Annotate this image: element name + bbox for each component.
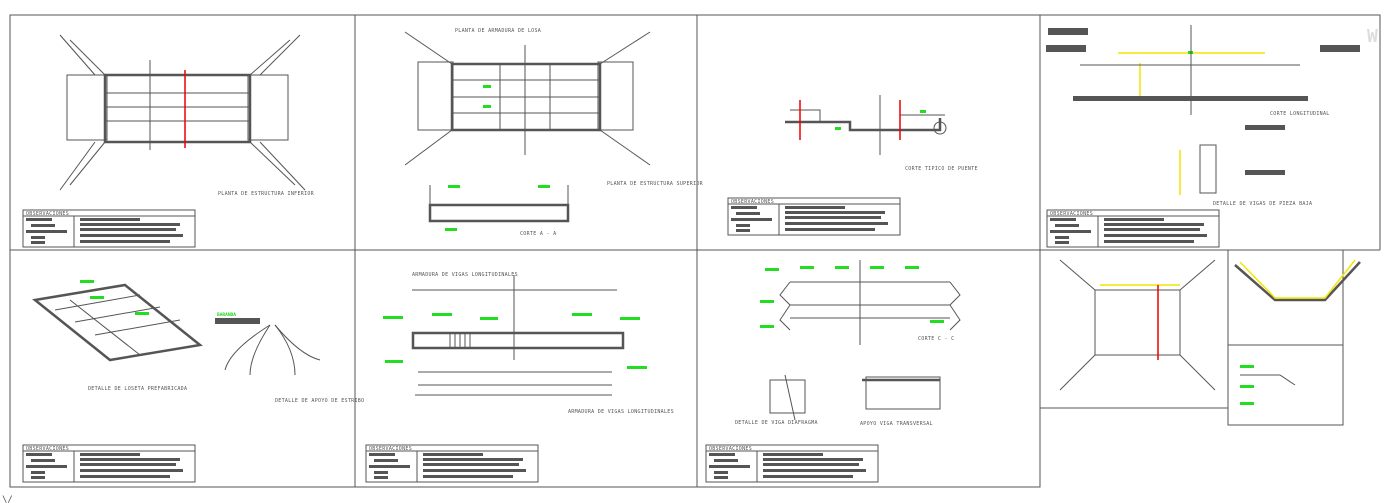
panel-title: DETALLE DE LOSETA PREFABRICADA (88, 386, 187, 392)
panel-corte-cc[interactable]: CORTE C - C DETALLE DE VIGA DIAFRAGMA AP… (735, 260, 961, 427)
panel-top-note: ARMADURA DE VIGAS LONGITUDINALES (412, 272, 518, 278)
observations-title: OBSERVACIONES (709, 446, 752, 452)
panel-top-note: PLANTA DE ARMADURA DE LOSA (455, 28, 541, 34)
baranda-tag: BARANDA (217, 312, 236, 318)
observations-title: OBSERVACIONES (26, 211, 69, 217)
observations-table: OBSERVACIONES (1046, 209, 1220, 248)
panel-corte-tipico[interactable]: CORTE TIPICO DE PUENTE (785, 95, 978, 172)
observations-title: OBSERVACIONES (369, 446, 412, 452)
panel-detail-title: DETALLE DE VIGAS DE PIEZA BAJA (1213, 201, 1312, 207)
observations-title: OBSERVACIONES (26, 446, 69, 452)
panel-detail-title-2: APOYO VIGA TRANSVERSAL (860, 421, 933, 427)
panel-title: CORTE C - C (918, 336, 954, 342)
panel-title: PLANTA DE ESTRUCTURA SUPERIOR (607, 181, 704, 187)
panel-title: ARMADURA DE VIGAS LONGITUDINALES (568, 409, 674, 415)
corner-mark: \/ (2, 495, 13, 503)
panel-planta-inferior[interactable]: PLANTA DE ESTRUCTURA INFERIOR (59, 34, 315, 197)
panel-loseta[interactable]: DETALLE DE LOSETA PREFABRICADA BARANDA D… (32, 280, 364, 404)
panel-detail-title: DETALLE DE VIGA DIAFRAGMA (735, 420, 818, 426)
panel-corte-longitudinal[interactable]: CORTE LONGITUDINAL DETALLE DE VIGAS DE P… (1046, 25, 1360, 207)
observations-table: OBSERVACIONES (365, 444, 539, 483)
sheet-frames (9, 14, 1381, 488)
panel-armadura-vigas[interactable]: ARMADURA DE VIGAS LONGITUDINALES ARMADUR… (383, 272, 674, 415)
panel-planta-detalle[interactable] (1059, 259, 1361, 405)
observations-table: OBSERVACIONES (22, 444, 196, 483)
observations-table: OBSERVACIONES (727, 197, 901, 236)
panel-subtitle: CORTE A - A (520, 231, 556, 237)
watermark-logo: W (1367, 26, 1378, 47)
panel-title: PLANTA DE ESTRUCTURA INFERIOR (218, 191, 315, 197)
observations-title: OBSERVACIONES (1050, 211, 1093, 217)
panel-title: CORTE LONGITUDINAL (1270, 111, 1330, 117)
observations-title: OBSERVACIONES (731, 199, 774, 205)
observations-table: OBSERVACIONES (705, 444, 879, 483)
observations-table: OBSERVACIONES (22, 209, 196, 248)
panel-planta-superior[interactable]: PLANTA DE ARMADURA DE LOSA PLANTA DE EST… (404, 28, 704, 237)
panel-detail-title: DETALLE DE APOYO DE ESTRIBO (275, 398, 364, 404)
panel-title: CORTE TIPICO DE PUENTE (905, 166, 978, 172)
